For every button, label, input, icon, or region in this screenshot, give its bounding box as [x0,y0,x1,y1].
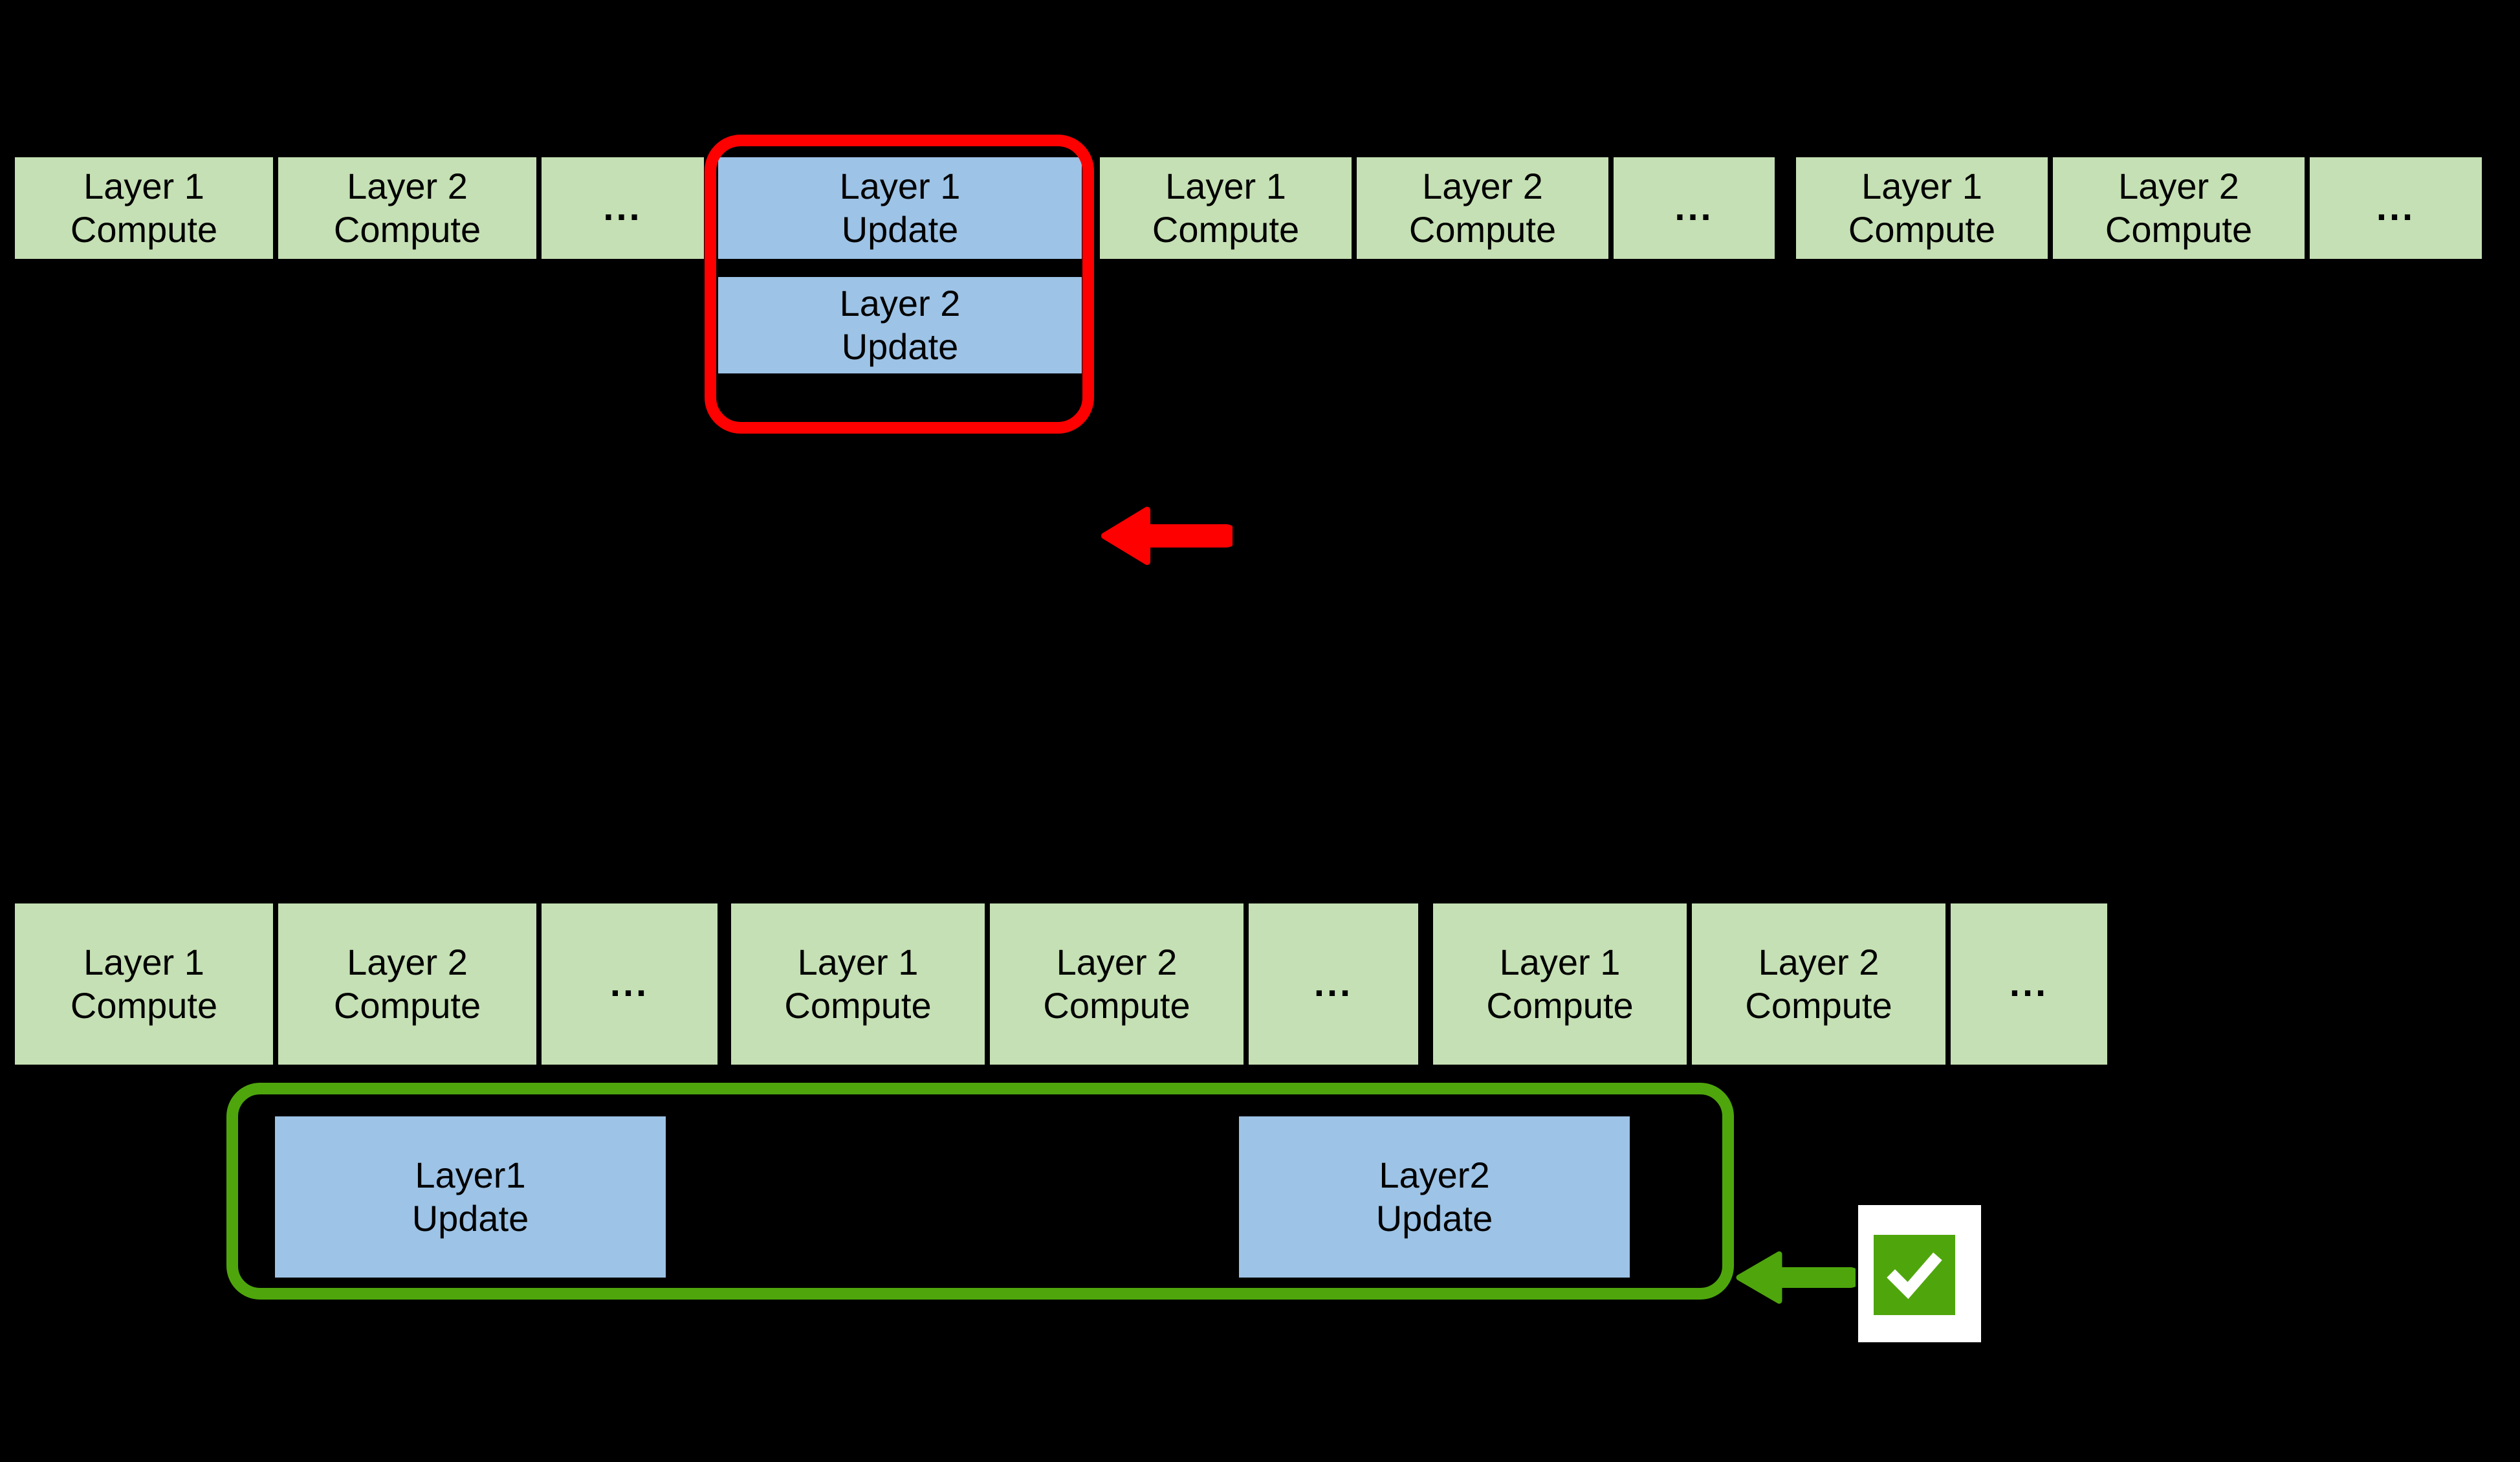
check-icon [1887,1252,1942,1300]
top-cell-layer1-compute-2: Layer 1 Compute [1098,155,1353,261]
cell-line2: Update [1375,1197,1493,1239]
bottom-cell-layer2-compute-2: Layer 2 Compute [988,902,1245,1067]
bottom-cell-layer1-compute-2: Layer 1 Compute [729,902,987,1067]
ellipsis-glyph: ... [2376,186,2416,229]
bottom-cell-layer2-compute-1: Layer 2 Compute [276,902,538,1067]
bottom-cell-ellipsis-3: ... [1949,902,2109,1067]
cell-line2: Compute [1486,984,1634,1026]
top-cell-layer2-compute-1: Layer 2 Compute [276,155,538,261]
bottom-cell-layer1-compute-3: Layer 1 Compute [1431,902,1689,1067]
bottom-cell-layer2-update: Layer2 Update [1237,1114,1632,1279]
cell-line1: Layer 1 [797,942,919,983]
cell-line2: Compute [2105,208,2253,250]
top-cell-layer1-compute-3: Layer 1 Compute [1794,155,2050,261]
top-cell-layer1-compute-1: Layer 1 Compute [13,155,275,261]
cell-line2: Compute [70,208,218,250]
cell-line2: Compute [1408,208,1557,250]
check-square [1874,1235,1955,1315]
cell-line2: Compute [333,208,481,250]
cell-line1: Layer 2 [839,283,961,324]
top-cell-ellipsis-3: ... [2308,155,2484,261]
ellipsis-glyph: ... [609,962,650,1005]
cell-line2: Compute [1152,208,1300,250]
cell-line1: Layer 1 [1165,166,1286,207]
cell-line1: Layer1 [415,1155,526,1196]
cell-line1: Layer 2 [1422,166,1543,207]
cell-line1: Layer 1 [1499,942,1621,983]
bottom-cell-ellipsis-1: ... [540,902,719,1067]
cell-line1: Layer2 [1379,1155,1490,1196]
bottom-cell-layer1-compute-1: Layer 1 Compute [13,902,275,1067]
cell-line1: Layer 2 [347,942,468,983]
cell-line2: Compute [70,984,218,1026]
cell-line2: Compute [1043,984,1190,1026]
bottom-cell-ellipsis-2: ... [1247,902,1420,1067]
cell-line2: Compute [1848,208,1996,250]
cell-line1: Layer 1 [83,942,204,983]
cell-line1: Layer 2 [347,166,468,207]
bottom-cell-layer1-update: Layer1 Update [273,1114,668,1279]
cell-line1: Layer 1 [83,166,204,207]
cell-line2: Update [841,208,959,250]
cell-line1: Layer 1 [1861,166,1982,207]
cell-line1: Layer 2 [1056,942,1178,983]
check-badge [1858,1205,1981,1342]
ellipsis-glyph: ... [603,186,642,229]
bottom-cell-layer2-compute-3: Layer 2 Compute [1690,902,1947,1067]
top-cell-layer2-compute-3: Layer 2 Compute [2051,155,2306,261]
cell-line2: Update [841,326,959,367]
cell-line2: Update [411,1197,529,1239]
ellipsis-glyph: ... [1313,962,1353,1005]
ellipsis-glyph: ... [1674,186,1714,229]
top-cell-layer1-update: Layer 1 Update [716,155,1084,261]
red-pointer-arrow [1101,507,1233,565]
green-pointer-arrow [1736,1251,1856,1304]
top-cell-layer2-update: Layer 2 Update [716,275,1084,375]
cell-line2: Compute [784,984,932,1026]
cell-line2: Compute [1745,984,1892,1026]
top-cell-ellipsis-2: ... [1612,155,1777,261]
cell-line1: Layer 1 [839,166,961,207]
cell-line1: Layer 2 [2118,166,2239,207]
top-cell-layer2-compute-2: Layer 2 Compute [1355,155,1610,261]
cell-line1: Layer 2 [1758,942,1879,983]
cell-line2: Compute [333,984,481,1026]
ellipsis-glyph: ... [2009,962,2049,1005]
top-cell-ellipsis-1: ... [540,155,706,261]
